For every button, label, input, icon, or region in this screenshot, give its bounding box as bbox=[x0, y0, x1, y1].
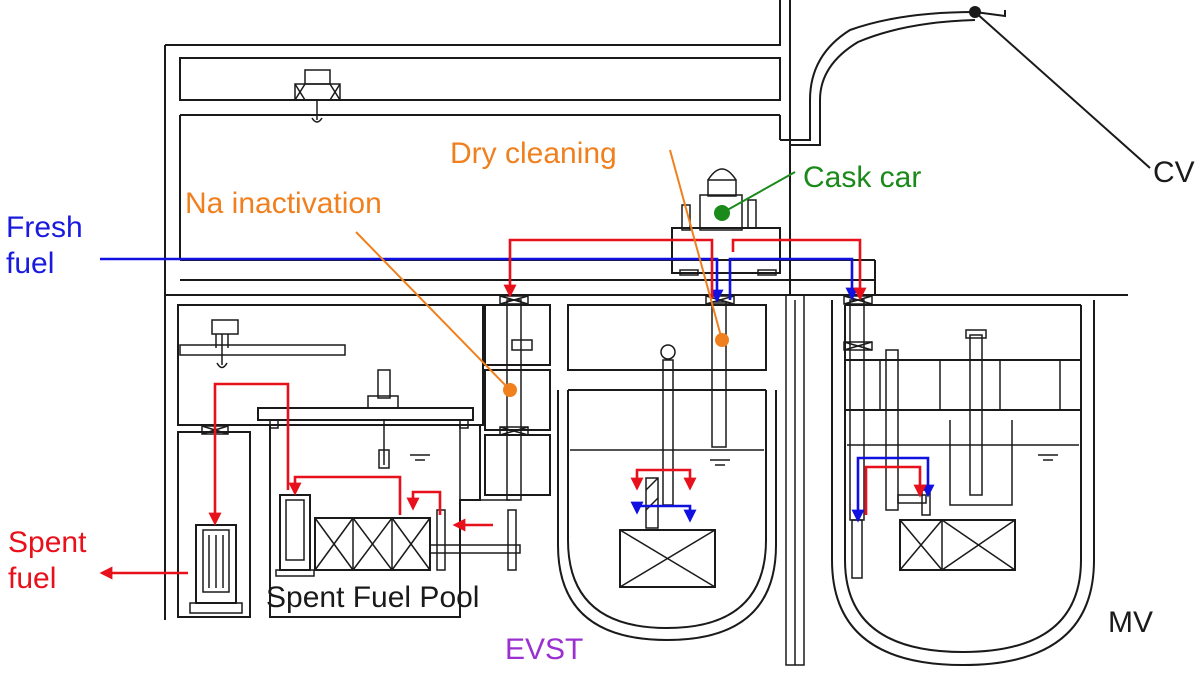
fresh-fuel-route bbox=[100, 257, 935, 523]
cask-car-vehicle bbox=[671, 168, 781, 276]
cask-car-label: Cask car bbox=[803, 161, 922, 194]
cv-label: CV bbox=[1153, 156, 1195, 189]
evst-label: EVST bbox=[505, 633, 584, 666]
na-inactivation-label: Na inactivation bbox=[185, 187, 382, 220]
spent-fuel-route bbox=[99, 238, 927, 580]
reactor-vessel bbox=[785, 294, 1095, 667]
evst-vessel bbox=[557, 295, 777, 642]
spent-fuel-pool-building bbox=[177, 295, 551, 618]
dry-cleaning-marker bbox=[715, 333, 729, 347]
spent-fuel-pool-label: Spent Fuel Pool bbox=[266, 581, 480, 614]
spent-fuel-label: Spent fuel bbox=[8, 526, 87, 595]
na-inactivation-marker bbox=[503, 383, 517, 397]
cask-car-marker bbox=[714, 205, 730, 221]
dry-cleaning-label: Dry cleaning bbox=[450, 137, 617, 170]
mv-label: MV bbox=[1108, 606, 1153, 639]
label-pointers bbox=[355, 6, 1151, 397]
cv-marker bbox=[969, 6, 981, 18]
fresh-fuel-label: Fresh fuel bbox=[6, 211, 83, 280]
